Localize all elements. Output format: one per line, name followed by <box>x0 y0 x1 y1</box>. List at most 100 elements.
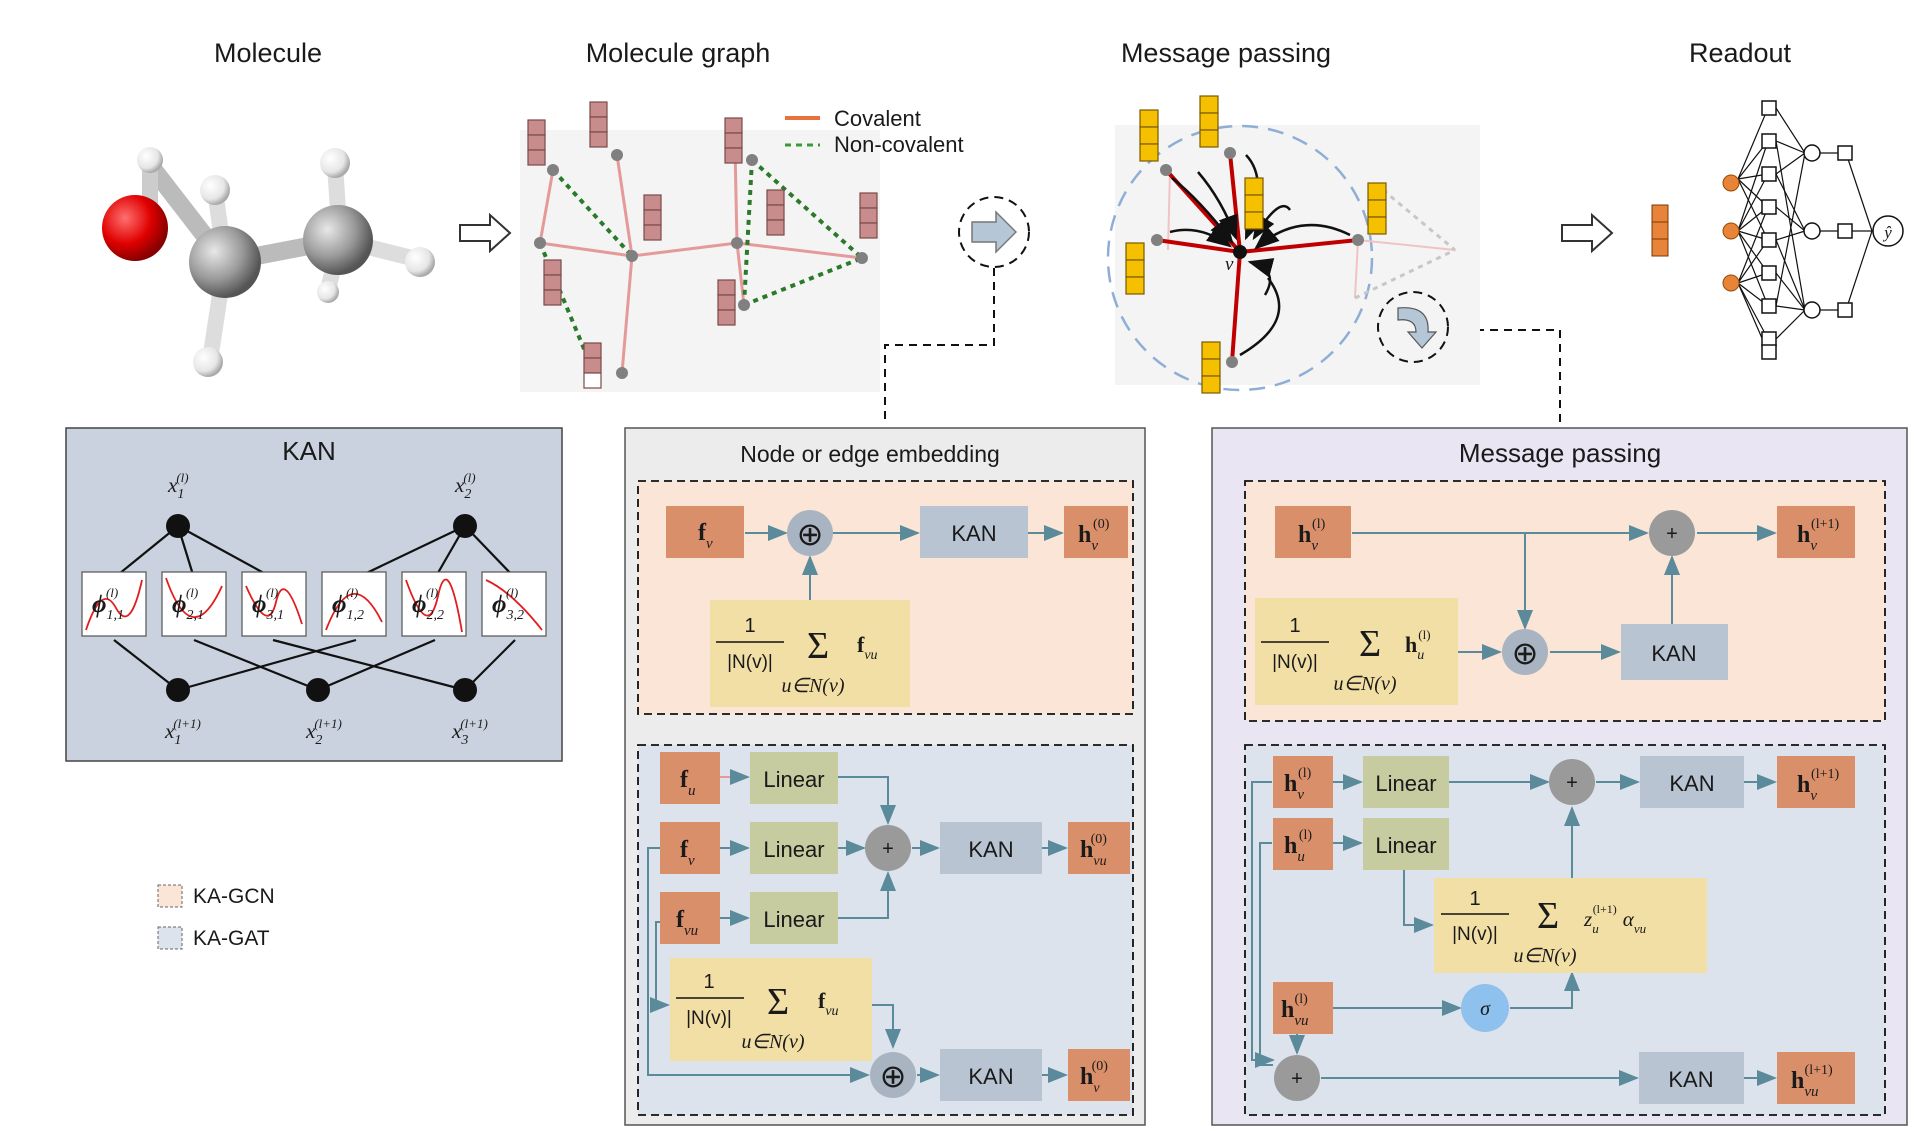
gat-embed-aggregation-box <box>670 958 872 1061</box>
gat-embed-kan-box-2 <box>940 1049 1042 1101</box>
svg-text:fv: fv <box>680 837 695 869</box>
gat-msg-in-vu-label: hvu(l) <box>1281 992 1309 1029</box>
gat-embed-out2-box <box>1068 1049 1130 1101</box>
hollow-arrow-icon <box>1561 212 1614 254</box>
gat-embed-linear-box: Linear <box>750 892 838 944</box>
svg-text:Linear: Linear <box>763 837 824 862</box>
gat-msg-out-v-box <box>1777 756 1855 808</box>
gcn-msg-concat-circle <box>1502 629 1548 675</box>
center-node-label: v <box>1225 254 1234 275</box>
gat-embed-kan-label-2: KAN <box>968 1064 1013 1089</box>
svg-text:ϕ1,2(l): ϕ1,2(l) <box>332 585 364 623</box>
gat-msg-kan-label-1: KAN <box>1669 771 1714 796</box>
agg-range: u∈N(v) <box>782 675 845 697</box>
kan-top-node-1: x1(l) <box>167 470 189 502</box>
gat-msg-in-u-label: hu(l) <box>1284 828 1312 865</box>
gat-embed-input-vu: fvu <box>660 892 720 944</box>
agg-sum: Σ <box>807 625 829 667</box>
svg-text:fu: fu <box>680 767 696 799</box>
gat-msg-kan-box-2 <box>1639 1052 1744 1104</box>
legend-gat-label: KA-GAT <box>193 927 270 950</box>
gat-msg-add-circle-2 <box>1274 1055 1320 1101</box>
gcn-msg-output-box <box>1777 506 1855 558</box>
gat-msg-out-vu-label: hvu(l+1) <box>1791 1063 1833 1100</box>
svg-text:fvu: fvu <box>676 907 698 939</box>
svg-text:ϕ3,2(l): ϕ3,2(l) <box>492 585 524 623</box>
agg-sum: Σ <box>1537 895 1559 937</box>
phi-activation-box: ϕ3,2(l) <box>481 571 547 637</box>
agg-numerator: 1 <box>703 971 714 993</box>
gcn-embed-kan-box <box>920 506 1028 558</box>
connector-message <box>1448 329 1561 425</box>
gat-msg-linear-label-1: Linear <box>1375 771 1436 796</box>
gcn-embed-input-box <box>666 506 744 558</box>
gcn-embed-input-label: fv <box>698 520 713 552</box>
gcn-embed-aggregation-box <box>710 600 910 707</box>
gat-msg-aggregation-box <box>1434 878 1707 973</box>
gat-msg-in-u-box <box>1273 818 1333 870</box>
agg-denominator: |N(v)| <box>1452 924 1498 945</box>
gat-msg-out-vu-box <box>1777 1052 1855 1104</box>
gat-embed-out2-label: hv(0) <box>1080 1059 1108 1096</box>
gat-embed-input-v: fv <box>660 822 720 874</box>
agg-term: fvu <box>818 988 839 1019</box>
agg-sum: Σ <box>1359 623 1381 665</box>
plus-icon: + <box>882 838 894 860</box>
phi-activation-box: ϕ2,2(l) <box>401 571 467 637</box>
gcn-msg-output-label: hv(l+1) <box>1797 517 1839 554</box>
concat-icon: ⊕ <box>1512 635 1539 671</box>
phi-activation-box: ϕ1,2(l) <box>321 571 387 637</box>
gat-embed-concat-circle <box>870 1052 916 1098</box>
title-molecule: Molecule <box>214 38 322 68</box>
gcn-msg-kan-label: KAN <box>1651 641 1696 666</box>
plus-icon: + <box>1566 772 1578 794</box>
gcn-msg-input-label: hv(l) <box>1298 517 1326 554</box>
gcn-embed-output-label: hv(0) <box>1078 517 1110 554</box>
gat-embed-add-circle <box>865 825 911 871</box>
concat-icon: ⊕ <box>797 516 824 552</box>
concat-icon: ⊕ <box>880 1058 907 1094</box>
gcn-embed-output-box <box>1064 506 1128 558</box>
arrow-icon <box>971 210 1018 254</box>
svg-text:ϕ3,1(l): ϕ3,1(l) <box>252 585 284 623</box>
connector-embedding <box>884 268 995 425</box>
svg-text:ϕ2,1(l): ϕ2,1(l) <box>172 585 204 623</box>
agg-denominator: |N(v)| <box>1272 652 1318 673</box>
gat-msg-add-circle <box>1549 759 1595 805</box>
plus-icon: + <box>1666 523 1678 545</box>
molecule-ball-and-stick <box>102 147 435 377</box>
agg-numerator: 1 <box>744 615 755 637</box>
gat-msg-in-v-box <box>1273 756 1333 808</box>
legend-gcn-label: KA-GCN <box>193 885 275 908</box>
gat-msg-linear-box-1 <box>1363 756 1449 808</box>
phi-activation-box: ϕ1,1(l) <box>81 571 147 637</box>
phi-activation-box: ϕ2,1(l) <box>161 571 227 637</box>
agg-denominator: |N(v)| <box>727 652 773 673</box>
agg-denominator: |N(v)| <box>686 1008 732 1029</box>
sigma-circle <box>1461 984 1509 1032</box>
legend-gat-swatch <box>157 926 183 950</box>
gat-embed-kan-label-1: KAN <box>968 837 1013 862</box>
molecule-graph <box>520 101 880 392</box>
gat-msg-out-v-label: hv(l+1) <box>1797 767 1839 804</box>
hollow-arrow-icon <box>459 212 512 254</box>
refresh-arrow-icon <box>1397 307 1438 349</box>
readout-output-label: ŷ <box>1882 223 1892 242</box>
svg-text:ϕ2,2(l): ϕ2,2(l) <box>412 585 444 623</box>
kan-panel: KAN x1(l) x2(l) x1(l+1) x2(l+1) x3(l+1) <box>65 427 563 762</box>
title-readout: Readout <box>1689 38 1792 68</box>
gat-embed-out1-box <box>1068 822 1130 874</box>
agg-range: u∈N(v) <box>742 1031 805 1053</box>
kan-bottom-node-1: x1(l+1) <box>164 716 201 748</box>
sigma-label: σ <box>1480 998 1491 1020</box>
gat-msg-linear-box-2 <box>1363 818 1449 870</box>
gat-embed-input-u: fu <box>660 752 720 804</box>
kan-top-node-2: x2(l) <box>454 470 476 502</box>
readout-network: ŷ <box>1651 100 1904 360</box>
agg-term: hu(l) <box>1405 627 1431 663</box>
gat-embed-kan-box-1 <box>940 822 1042 874</box>
agg-term: zu(l+1)αvu <box>1583 902 1647 936</box>
concat-circle <box>787 510 833 556</box>
